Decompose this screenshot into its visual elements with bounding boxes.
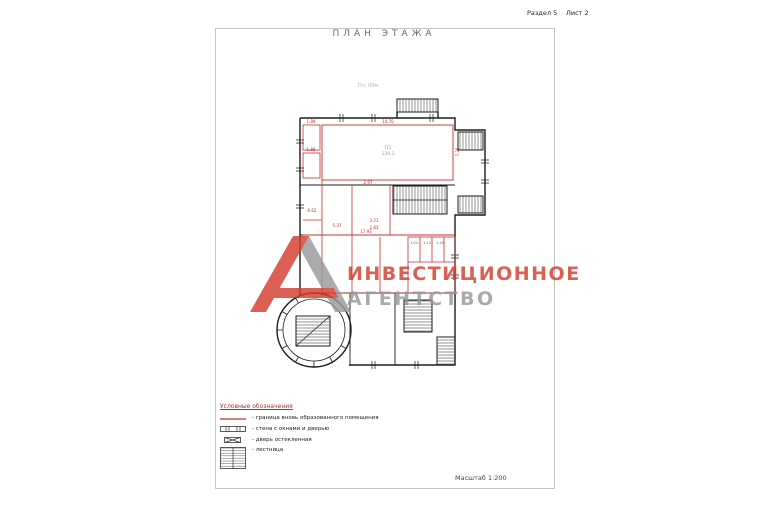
stairs-right-upper [457,131,484,151]
dimension-label: 7.26 [455,147,460,156]
wall-windows-door-icon [220,425,246,433]
dimension-label: 1.88 [307,147,316,152]
boundary-hall [321,124,454,181]
legend-item-label: - лестница [252,447,284,454]
boundary-left-room-2 [302,152,321,179]
header-section-label: Раздел 5 [527,9,558,17]
outer-walls [299,112,486,366]
red-boundary-line-icon [220,416,246,422]
stairs-top [396,98,439,113]
dimension-label: 6.62 [308,208,317,213]
gray-annotations: Пл. 09м ПЗ 139,1 [358,83,395,157]
boundary-cell-lines [408,237,455,263]
plan-note: Пл. 09м [358,83,378,89]
boundary-left-room-1 [302,124,321,151]
scale-label: Масштаб 1:200 [455,474,507,482]
legend-title: Условные обозначения [220,403,293,410]
stairs-tower-diagonal [295,315,331,347]
header-sheet-label: Лист 2 [566,9,589,17]
legend-item-wall: - стена с окнами и дверью [220,425,420,433]
dimension-label: 1.04 [410,241,419,245]
room-area-label: 139,1 [382,151,395,157]
room-label: ПЗ [385,145,391,151]
dimension-label: 2.97 [364,180,373,185]
stairs-bottom-right [436,336,456,366]
dimension-label: 14.70 [382,119,394,124]
tower-window-mullions [277,297,347,367]
staircases [295,98,484,366]
dimension-label: 1.89 [307,119,316,124]
dimension-label: 3.21 [370,218,379,223]
dimension-label: 1.13 [423,241,431,245]
stairs-icon [220,447,246,470]
legend-item-boundary: - граница вновь образованного помещения [220,415,420,422]
dimension-label: 17.93 [360,229,372,234]
legend: Условные обозначения - граница вновь обр… [220,403,420,472]
legend-item-stairs: - лестница [220,447,420,470]
legend-item-label: - граница вновь образованного помещения [252,415,379,421]
outer-wall-path [299,112,486,366]
legend-item-label: - стена с окнами и дверью [252,425,330,432]
page-title: ПЛАН ЭТАЖА [332,29,436,39]
dimension-label: 2.83 [370,225,379,230]
stairs-lower-center [403,299,433,333]
boundary-cell-block [407,236,456,294]
dimension-label: 5.37 [333,223,342,228]
legend-item-glazed-door: - дверь остекленная [220,436,420,444]
glazed-door-icon [220,436,246,444]
dimension-label: 1.15 [436,241,444,245]
dimension-labels: 1.89 1.88 14.70 7.26 2.97 6.62 5.37 3.21… [307,119,460,245]
legend-item-label: - дверь остекленная [252,436,312,443]
stairs-right-lower [457,195,484,214]
